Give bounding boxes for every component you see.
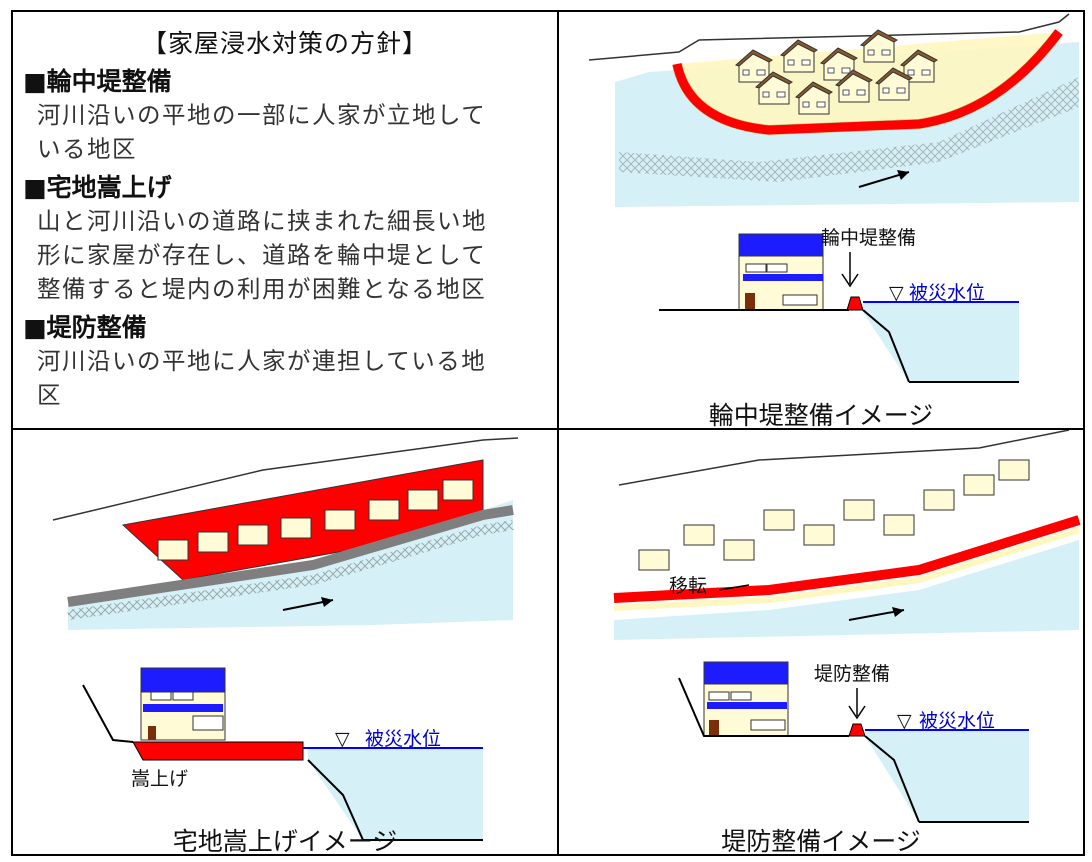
water-level-symbol: ▽ — [889, 282, 904, 304]
policy-heading-levee: ■堤防整備 — [23, 313, 147, 342]
policy-panel: 【家屋浸水対策の方針】 ■輪中堤整備 河川沿いの平地の一部に人家が立地して いる… — [11, 10, 559, 430]
levee-panel: 移転 堤防整備 ▽ 被災水位 堤防整備イメージ — [557, 428, 1085, 856]
levee-caption: 堤防整備イメージ — [721, 827, 921, 856]
policy-desc-line: 河川沿いの平地の一部に人家が立地して — [37, 101, 487, 129]
policy-heading-land-raise: ■宅地嵩上げ — [23, 173, 172, 202]
ring-levee-structure-label: 輪中堤整備 — [821, 227, 916, 249]
land-raise-caption: 宅地嵩上げイメージ — [172, 827, 398, 856]
policy-desc-line: 区 — [37, 381, 62, 409]
land-raise-illustration: 嵩上げ ▽ 被災水位 — [52, 437, 519, 841]
raise-label: 嵩上げ — [131, 768, 188, 790]
water-level-symbol: ▽ — [335, 728, 350, 750]
water-level-label: 被災水位 — [909, 282, 985, 304]
policy-title: 【家屋浸水対策の方針】 — [141, 29, 428, 58]
policy-desc-line: 形に家屋が存在し、道路を輪中堤として — [37, 241, 487, 269]
ring-levee-panel: 輪中堤整備 ▽ 被災水位 輪中堤整備イメージ — [557, 10, 1085, 430]
ring-levee-illustration: 輪中堤整備 ▽ 被災水位 — [588, 13, 1079, 383]
water-level-symbol: ▽ — [897, 710, 912, 732]
land-raise-panel: 嵩上げ ▽ 被災水位 宅地嵩上げイメージ — [11, 428, 559, 856]
water-level-label: 被災水位 — [919, 710, 995, 732]
relocate-label: 移転 — [669, 575, 707, 597]
policy-heading-ring-levee: ■輪中堤整備 — [23, 67, 172, 96]
policy-desc-line: 河川沿いの平地に人家が連担している地 — [37, 347, 487, 375]
levee-structure-label: 堤防整備 — [814, 663, 890, 685]
levee-illustration: 移転 堤防整備 ▽ 被災水位 — [613, 430, 1081, 823]
policy-desc-line: 整備すると堤内の利用が困難となる地区 — [37, 275, 487, 303]
ring-levee-caption: 輪中堤整備イメージ — [708, 401, 934, 430]
policy-desc-line: 山と河川沿いの道路に挟まれた細長い地 — [37, 207, 487, 235]
policy-desc-line: いる地区 — [37, 135, 137, 163]
water-level-label: 被災水位 — [365, 728, 441, 750]
